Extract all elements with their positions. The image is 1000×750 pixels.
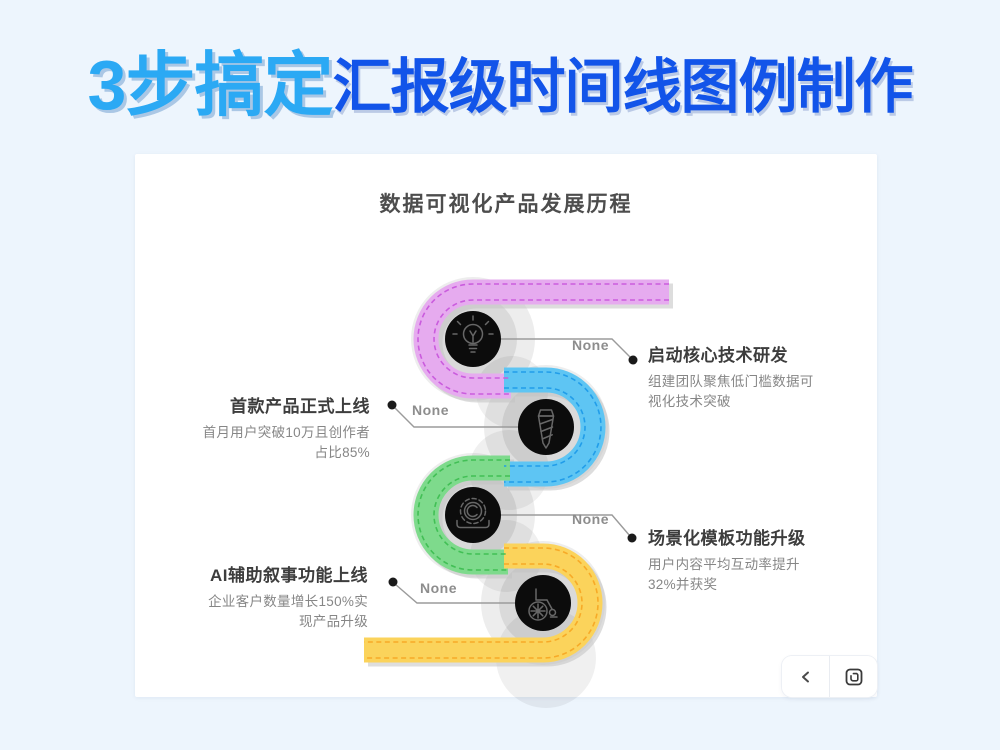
ribbon-yellow-dash-outer: [364, 547, 599, 659]
ribbon-purple[interactable]: [413, 279, 669, 399]
milestone-4: AI辅助叙事功能上线 企业客户数量增长150%实 现产品升级: [200, 565, 368, 633]
ribbon-green-dash-outer: [417, 459, 510, 571]
ribbon-purple-dash-outer: [417, 283, 669, 395]
connector-lines: [393, 338, 632, 604]
ribbon-blue-dash-outer: [504, 371, 602, 483]
ribbon-green[interactable]: [413, 455, 510, 575]
page-title: 3步搞定汇报级时间线图例制作: [0, 50, 1000, 120]
milestone-1: 启动核心技术研发 组建团队聚焦低门槛数据可 视化技术突破: [648, 345, 816, 413]
node-circle-2[interactable]: [518, 399, 574, 455]
necktie-icon: [537, 409, 555, 449]
node-circle-3[interactable]: [445, 487, 501, 543]
expand-button[interactable]: [830, 656, 877, 697]
ribbon-green-dash-inner: [433, 475, 510, 555]
connector-label-4: None: [420, 580, 457, 596]
connector-label-3: None: [572, 511, 609, 527]
milestone-4-body: 企业客户数量增长150%实 现产品升级: [208, 594, 368, 630]
expand-icon: [845, 668, 862, 685]
milestone-2-heading: 首款产品正式上线: [230, 397, 370, 416]
milestone-1-heading: 启动核心技术研发: [648, 346, 788, 365]
milestone-3-heading: 场景化模板功能升级: [648, 529, 806, 548]
ribbon-purple-dash-inner: [433, 299, 669, 379]
controls-divider: [829, 656, 830, 697]
milestone-3: 场景化模板功能升级 用户内容平均互动率提升 32%并获奖: [648, 528, 816, 596]
milestone-1-body: 组建团队聚焦低门槛数据可 视化技术突破: [648, 374, 814, 410]
connector-label-2: None: [412, 402, 449, 418]
milestone-2-body: 首月用户突破10万且创作者 占比85%: [202, 425, 370, 461]
milestone-4-heading: AI辅助叙事功能上线: [210, 566, 368, 585]
prev-slide-button[interactable]: [782, 656, 829, 697]
milestone-2: 首款产品正式上线 首月用户突破10万且创作者 占比85%: [202, 396, 370, 464]
slide-nav-controls: [782, 656, 877, 697]
slide-title: 数据可视化产品发展历程: [379, 193, 633, 216]
wheelchair-icon: [528, 588, 558, 621]
milestone-3-body: 用户内容平均互动率提升 32%并获奖: [648, 557, 800, 593]
ribbon-yellow[interactable]: [364, 543, 603, 663]
connector-label-1: None: [572, 337, 609, 353]
slide-card: [135, 154, 877, 697]
ribbon-blue[interactable]: [504, 367, 606, 487]
page-title-rest: 汇报级时间线图例制作: [332, 54, 913, 120]
page-title-highlight: 3步搞定: [87, 46, 334, 124]
lightbulb-icon: [452, 315, 494, 353]
ribbon-yellow-dash-inner: [364, 563, 583, 643]
chevron-left-icon: [801, 671, 809, 682]
ribbon-blue-dash-inner: [504, 387, 586, 467]
gear-icon: [456, 497, 490, 529]
connector-dots: [387, 355, 638, 587]
